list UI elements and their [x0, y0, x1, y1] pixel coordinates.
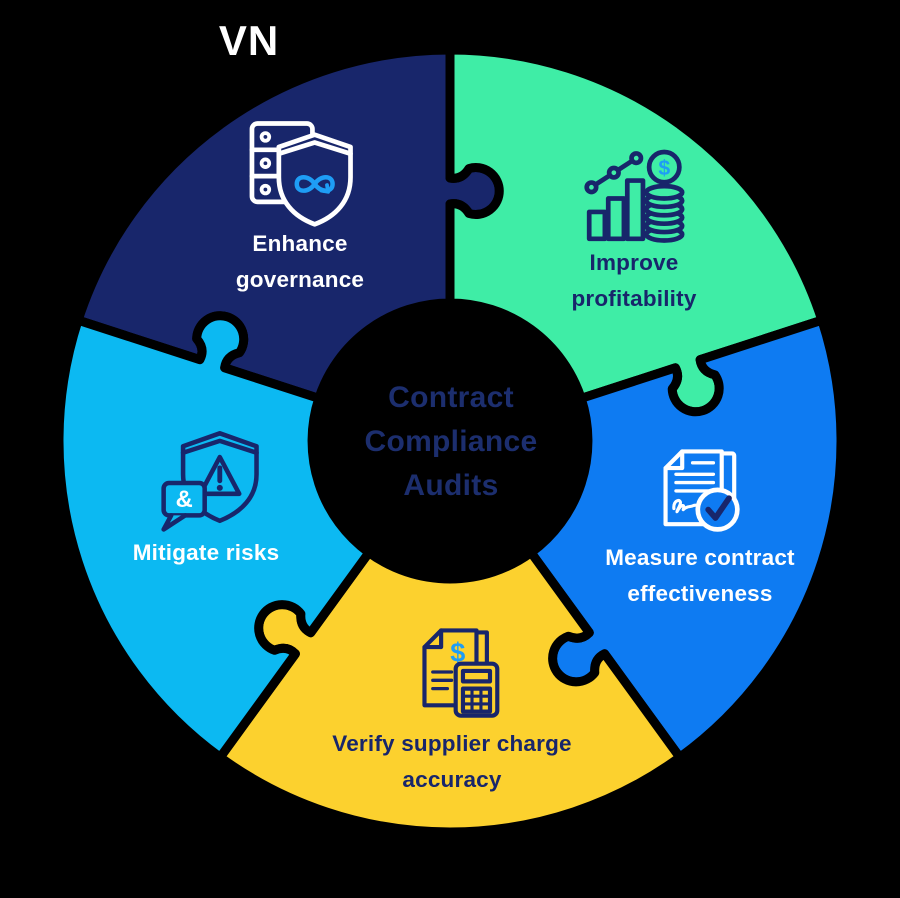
segment-label-verify-supplier-charge-accuracy: Verify supplier charge accuracy	[332, 731, 572, 792]
segment-label-enhance-governance: Enhance governance	[235, 231, 365, 292]
center-title: Contract Compliance Audits	[364, 381, 538, 502]
segment-label-measure-contract-effectiveness: Measure contract effectiveness	[605, 545, 795, 606]
vn-logo: VN	[218, 17, 280, 64]
segment-label-mitigate-risks: Mitigate risks	[132, 540, 280, 565]
segment-label-improve-profitability: Improve profitability	[571, 250, 697, 311]
puzzle-segment-mitigate-risks	[54, 311, 374, 762]
